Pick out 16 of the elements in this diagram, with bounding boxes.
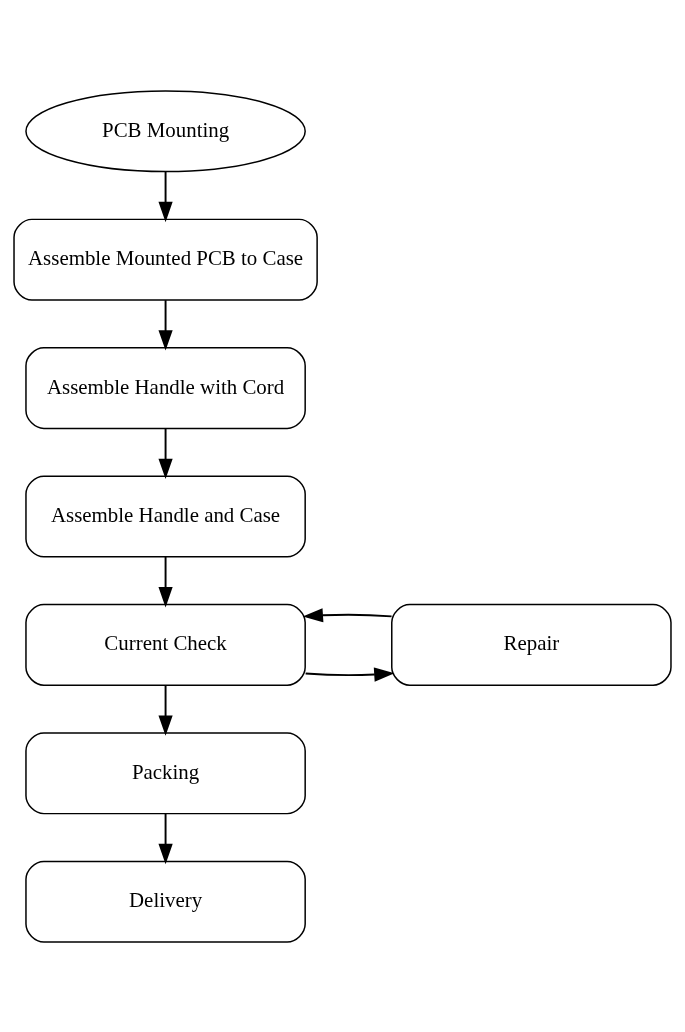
- arrow: [158, 427, 173, 479]
- node-box: Repair: [391, 603, 672, 686]
- node-box: Assemble Mounted PCB to Case: [13, 218, 318, 301]
- arrow: [158, 812, 173, 864]
- node-box: Assemble Handle and Case: [25, 474, 306, 558]
- arrow: [158, 683, 173, 736]
- arrow: [158, 298, 173, 351]
- node-box: Current Check: [25, 603, 306, 686]
- node-box: Assemble Handle with Cord: [25, 346, 306, 429]
- node-box: Delivery: [25, 860, 306, 943]
- arrow: [304, 666, 395, 682]
- arrow: [158, 170, 173, 222]
- arrow: [302, 607, 393, 622]
- node-box: Packing: [25, 731, 306, 814]
- arrow: [158, 555, 173, 607]
- node-ellipse: PCB Mounting: [25, 89, 306, 172]
